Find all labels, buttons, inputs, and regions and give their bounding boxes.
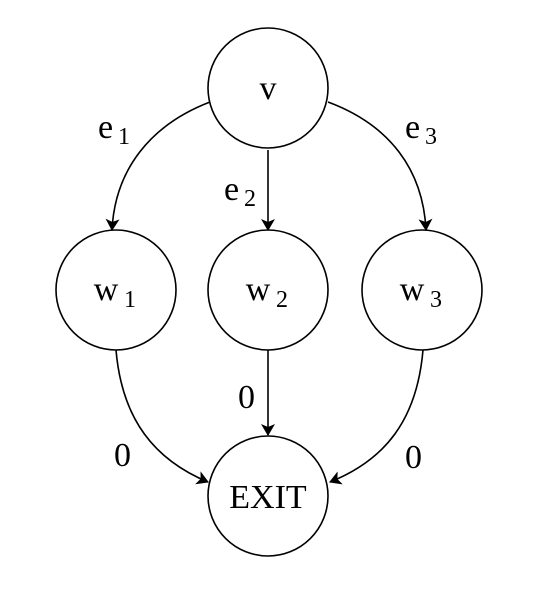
svg-text:w: w <box>94 271 119 308</box>
edge-label-w1-exit: 0 <box>114 437 131 474</box>
edge-label-e3: e 3 <box>405 109 437 150</box>
svg-text:1: 1 <box>118 124 130 150</box>
node-exit-label: EXIT <box>229 479 307 516</box>
svg-text:3: 3 <box>430 287 442 313</box>
svg-text:e: e <box>405 109 420 146</box>
edge-label-e1: e 1 <box>98 109 130 150</box>
node-w2: w 2 <box>207 229 329 351</box>
svg-text:w: w <box>246 271 271 308</box>
node-w1: w 1 <box>55 229 177 351</box>
edge-v-w1 <box>105 101 211 231</box>
edge-label-e1-subscript: 1 <box>118 124 130 150</box>
node-v-label: v <box>260 70 277 107</box>
node-w2-label: w <box>246 271 271 308</box>
edge-label-w3-exit: 0 <box>405 439 422 476</box>
svg-text:3: 3 <box>425 124 437 150</box>
edge-label-e2: e 2 <box>224 171 256 212</box>
edge-label-e1-text: e <box>98 109 113 146</box>
node-w3-label: w <box>400 271 425 308</box>
node-w2-subscript: 2 <box>276 287 288 313</box>
node-w1-subscript: 1 <box>124 287 136 313</box>
svg-text:1: 1 <box>124 287 136 313</box>
node-exit: EXIT <box>207 435 329 557</box>
node-w3-subscript: 3 <box>430 287 442 313</box>
node-w1-label: w <box>94 271 119 308</box>
edge-label-e3-subscript: 3 <box>425 124 437 150</box>
svg-text:2: 2 <box>244 186 256 212</box>
edge-label-w2-exit: 0 <box>238 379 255 416</box>
edge-label-e2-subscript: 2 <box>244 186 256 212</box>
edge-w1-exit <box>115 349 209 485</box>
svg-text:e: e <box>98 109 113 146</box>
svg-text:2: 2 <box>276 287 288 313</box>
edge-v-w3 <box>327 101 433 231</box>
svg-text:EXIT: EXIT <box>229 479 307 516</box>
edge-label-e3-text: e <box>405 109 420 146</box>
svg-text:e: e <box>224 171 239 208</box>
node-w3: w 3 <box>361 229 483 351</box>
node-v: v <box>207 27 329 149</box>
edge-label-e2-text: e <box>224 171 239 208</box>
svg-text:v: v <box>260 70 277 107</box>
svg-text:w: w <box>400 271 425 308</box>
edge-w3-exit <box>329 349 424 485</box>
